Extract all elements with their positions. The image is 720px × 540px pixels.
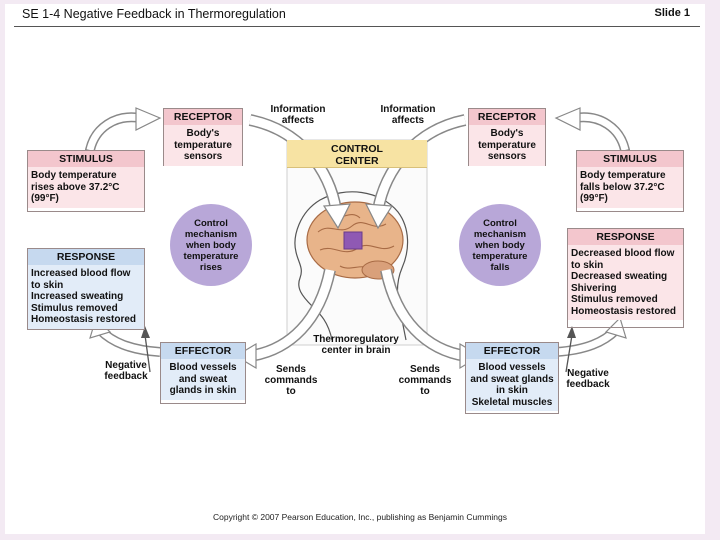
control-mechanism-circle-left: Control mechanism when body temperature … [170, 204, 252, 286]
head-silhouette [294, 191, 409, 341]
information-affects-label-right: Information affects [380, 104, 436, 126]
slide-title: SE 1-4 Negative Feedback in Thermoregula… [22, 7, 286, 21]
stimulus-box-left: STIMULUS Body temperature rises above 37… [27, 150, 145, 212]
response-title-right: RESPONSE [568, 229, 683, 245]
effector-title-right: EFFECTOR [466, 343, 558, 359]
receptor-title-right: RECEPTOR [469, 109, 545, 125]
copyright-notice: Copyright © 2007 Pearson Education, Inc.… [212, 512, 507, 522]
control-mechanism-circle-right: Control mechanism when body temperature … [459, 204, 541, 286]
effector-text-right: Blood vessels and sweat glands in skin S… [466, 359, 558, 411]
sends-commands-label-right: Sends commands to [398, 364, 452, 397]
stimulus-box-right: STIMULUS Body temperature falls below 37… [576, 150, 684, 212]
sends-commands-label-left: Sends commands to [264, 364, 318, 397]
negative-feedback-label-left: Negative feedback [104, 360, 148, 382]
control-mechanism-text-left: Control mechanism when body temperature … [183, 217, 239, 273]
slide-number: Slide 1 [654, 7, 690, 19]
receptor-title-left: RECEPTOR [164, 109, 242, 125]
effector-text-left: Blood vessels and sweat glands in skin [161, 359, 245, 400]
receptor-text-left: Body's temperature sensors [164, 125, 242, 166]
negative-feedback-arrow-left [144, 334, 151, 373]
effector-title-left: EFFECTOR [161, 343, 245, 359]
negative-feedback-arrow-right [565, 334, 573, 373]
information-affects-label-left: Information affects [270, 104, 326, 126]
stimulus-text-right: Body temperature falls below 37.2°C (99°… [577, 167, 683, 208]
control-center-label: CONTROL CENTER [287, 140, 427, 168]
brain-illustration [306, 201, 404, 280]
negative-feedback-label-right: Negative feedback [566, 368, 610, 390]
control-mechanism-text-right: Control mechanism when body temperature … [472, 217, 528, 273]
title-divider [14, 26, 700, 27]
stimulus-title-right: STIMULUS [577, 151, 683, 167]
receptor-text-right: Body's temperature sensors [469, 125, 545, 166]
stimulus-text-left: Body temperature rises above 37.2°C (99°… [28, 167, 144, 208]
response-text-left: Increased blood flow to skin Increased s… [28, 265, 144, 329]
stimulus-title-left: STIMULUS [28, 151, 144, 167]
thermoregulatory-center-label: Thermoregulatory center in brain [313, 334, 399, 356]
response-box-right: RESPONSE Decreased blood flow to skin De… [567, 228, 684, 328]
effector-box-left: EFFECTOR Blood vessels and sweat glands … [160, 342, 246, 404]
response-box-left: RESPONSE Increased blood flow to skin In… [27, 248, 145, 330]
response-title-left: RESPONSE [28, 249, 144, 265]
receptor-box-right: RECEPTOR Body's temperature sensors [468, 108, 546, 166]
response-text-right: Decreased blood flow to skin Decreased s… [568, 245, 683, 320]
receptor-box-left: RECEPTOR Body's temperature sensors [163, 108, 243, 166]
effector-box-right: EFFECTOR Blood vessels and sweat glands … [465, 342, 559, 414]
